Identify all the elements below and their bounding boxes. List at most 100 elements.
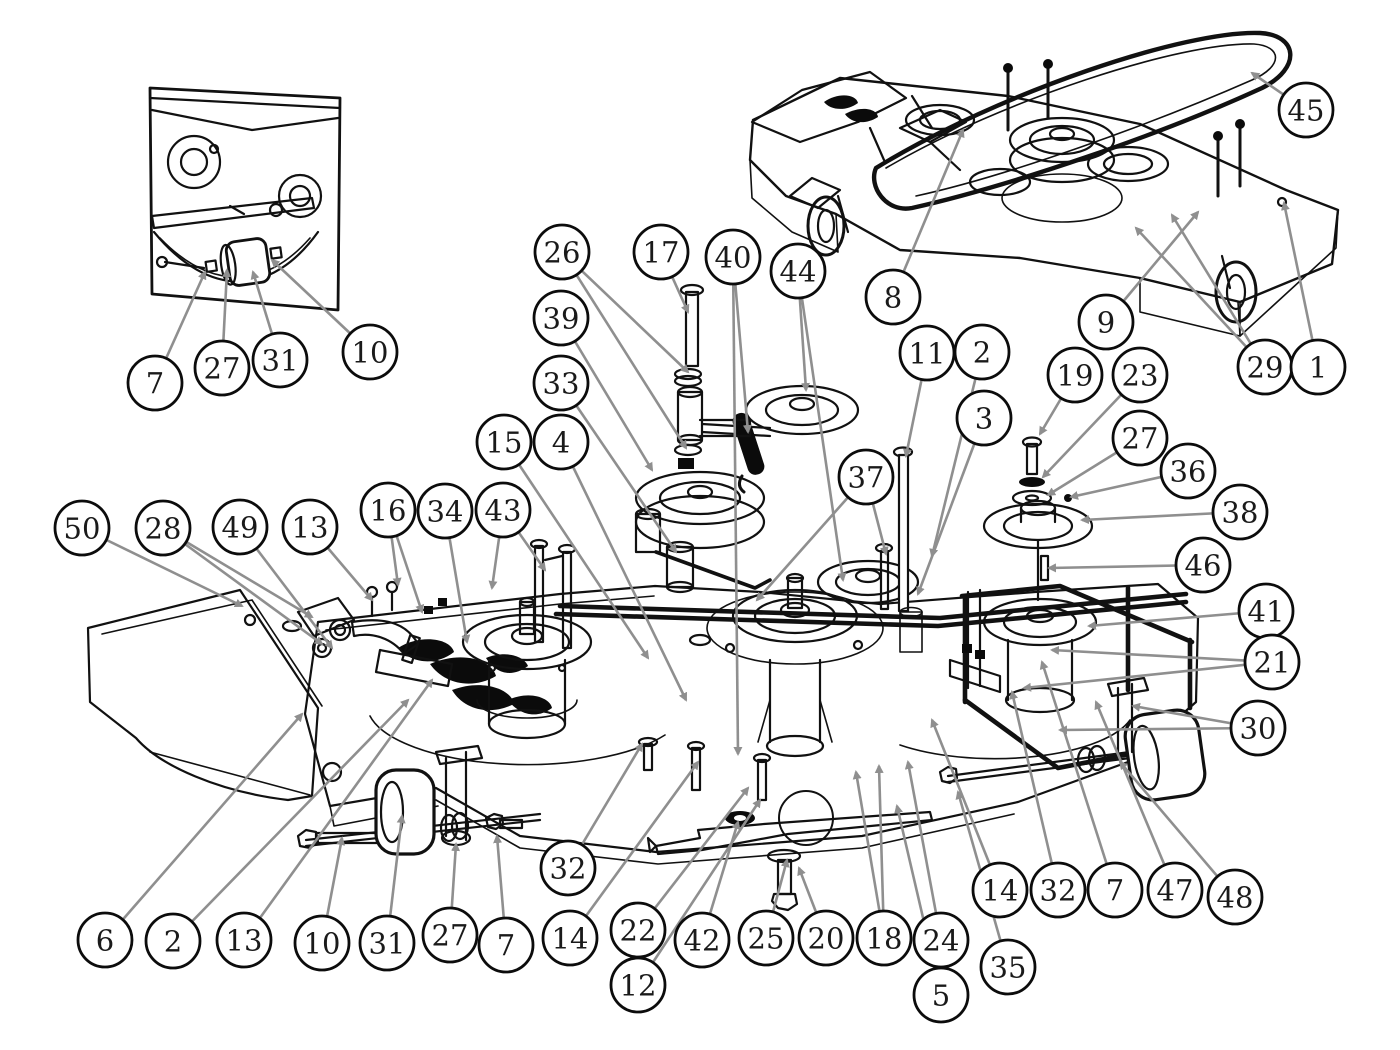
right-spindle-assembly: [982, 436, 1098, 714]
svg-text:33: 33: [543, 366, 580, 400]
leader-line: [1039, 660, 1117, 891]
leader-line: [731, 256, 752, 434]
assembled-deck-deflector: [750, 70, 908, 144]
svg-text:8: 8: [884, 280, 902, 314]
callout-26: 26: [533, 223, 591, 281]
callout-3: 3: [955, 389, 1013, 447]
callout-25: 25: [737, 909, 795, 967]
callout-46: 46: [1174, 536, 1232, 594]
leader-line: [81, 526, 244, 608]
svg-text:7: 7: [146, 366, 164, 400]
svg-text:12: 12: [620, 968, 657, 1002]
inset-blade-edge: [150, 196, 316, 230]
discharge-chute: [86, 588, 323, 802]
svg-text:23: 23: [1122, 358, 1159, 392]
callout-41: 41: [1237, 582, 1295, 640]
hanger-bracket-cluster: [296, 580, 454, 688]
callout-44: 44: [769, 242, 827, 300]
callout-50: 50: [53, 499, 111, 557]
callout-23: 23: [1111, 346, 1169, 404]
callout-21: 21: [1243, 633, 1301, 691]
callout-14: 14: [971, 861, 1029, 919]
leader-line: [636, 786, 750, 931]
callout-22: 22: [609, 901, 667, 959]
svg-text:13: 13: [226, 923, 263, 957]
callout-14: 14: [541, 909, 599, 967]
callout-13: 13: [215, 911, 273, 969]
exploded-deck-view: [86, 283, 1207, 912]
svg-text:5: 5: [932, 978, 950, 1012]
svg-text:17: 17: [643, 235, 680, 269]
leader-line: [568, 760, 700, 939]
svg-text:31: 31: [369, 926, 406, 960]
svg-text:10: 10: [352, 335, 389, 369]
callout-6: 6: [76, 911, 134, 969]
callout-28: 28: [134, 499, 192, 557]
leader-line: [242, 678, 434, 941]
callout-40: 40: [704, 228, 762, 286]
callout-45: 45: [1277, 81, 1335, 139]
callout-10: 10: [341, 323, 399, 381]
assembled-front-wheel: [806, 194, 850, 257]
leader-line: [559, 441, 688, 702]
idler-pulley-stack: [634, 470, 772, 594]
callout-24: 24: [912, 911, 970, 969]
callout-8: 8: [864, 268, 922, 326]
callout-2: 2: [953, 323, 1011, 381]
leader-line: [561, 251, 690, 374]
leader-line: [636, 798, 762, 986]
inset-detail-view: [148, 86, 342, 312]
svg-text:31: 31: [262, 343, 299, 377]
callout-42: 42: [673, 911, 731, 969]
callout-35: 35: [979, 938, 1037, 996]
callout-32: 32: [539, 839, 597, 897]
leader-line: [1170, 213, 1267, 368]
svg-text:44: 44: [780, 254, 817, 288]
assembled-deck-view: [748, 30, 1340, 337]
callout-5: 5: [912, 966, 970, 1024]
leader-line: [874, 764, 886, 939]
blade-detail-circle: [778, 790, 834, 846]
callout-27: 27: [1111, 409, 1169, 467]
svg-text:26: 26: [544, 235, 581, 269]
callout-31: 31: [251, 331, 309, 389]
svg-text:15: 15: [486, 425, 523, 459]
callout-7: 7: [477, 916, 535, 974]
drive-belt: [872, 30, 1293, 211]
svg-text:50: 50: [64, 511, 101, 545]
svg-text:36: 36: [1170, 454, 1207, 488]
leader-line: [560, 251, 688, 450]
flat-idler-pulley: [698, 384, 860, 438]
svg-text:27: 27: [204, 351, 241, 385]
svg-text:13: 13: [292, 510, 329, 544]
svg-text:25: 25: [748, 921, 785, 955]
leader-line: [731, 256, 743, 756]
svg-text:20: 20: [808, 921, 845, 955]
leader-line: [162, 526, 324, 646]
callout-36: 36: [1159, 442, 1217, 500]
idler-arm-hardware: [673, 283, 772, 469]
callout-9: 9: [1077, 293, 1135, 351]
svg-text:40: 40: [715, 240, 752, 274]
leader-line: [1050, 645, 1273, 664]
callout-10: 10: [293, 914, 351, 972]
front-caster-wheel: [374, 744, 484, 856]
callout-27: 27: [193, 339, 251, 397]
svg-text:30: 30: [1240, 711, 1277, 745]
svg-text:18: 18: [866, 921, 903, 955]
svg-text:2: 2: [164, 924, 182, 958]
leader-line: [559, 382, 678, 554]
leader-line: [1094, 700, 1177, 891]
inset-roller-wheel: [204, 237, 283, 287]
svg-text:10: 10: [304, 926, 341, 960]
callout-11: 11: [898, 324, 956, 382]
brand-logo-mark: [398, 639, 552, 715]
svg-text:47: 47: [1157, 873, 1194, 907]
svg-text:38: 38: [1222, 495, 1259, 529]
svg-text:34: 34: [427, 494, 464, 528]
rear-caster-bracket: [1106, 676, 1150, 758]
svg-text:29: 29: [1247, 350, 1284, 384]
tension-spring: [732, 412, 765, 494]
svg-text:22: 22: [620, 913, 657, 947]
